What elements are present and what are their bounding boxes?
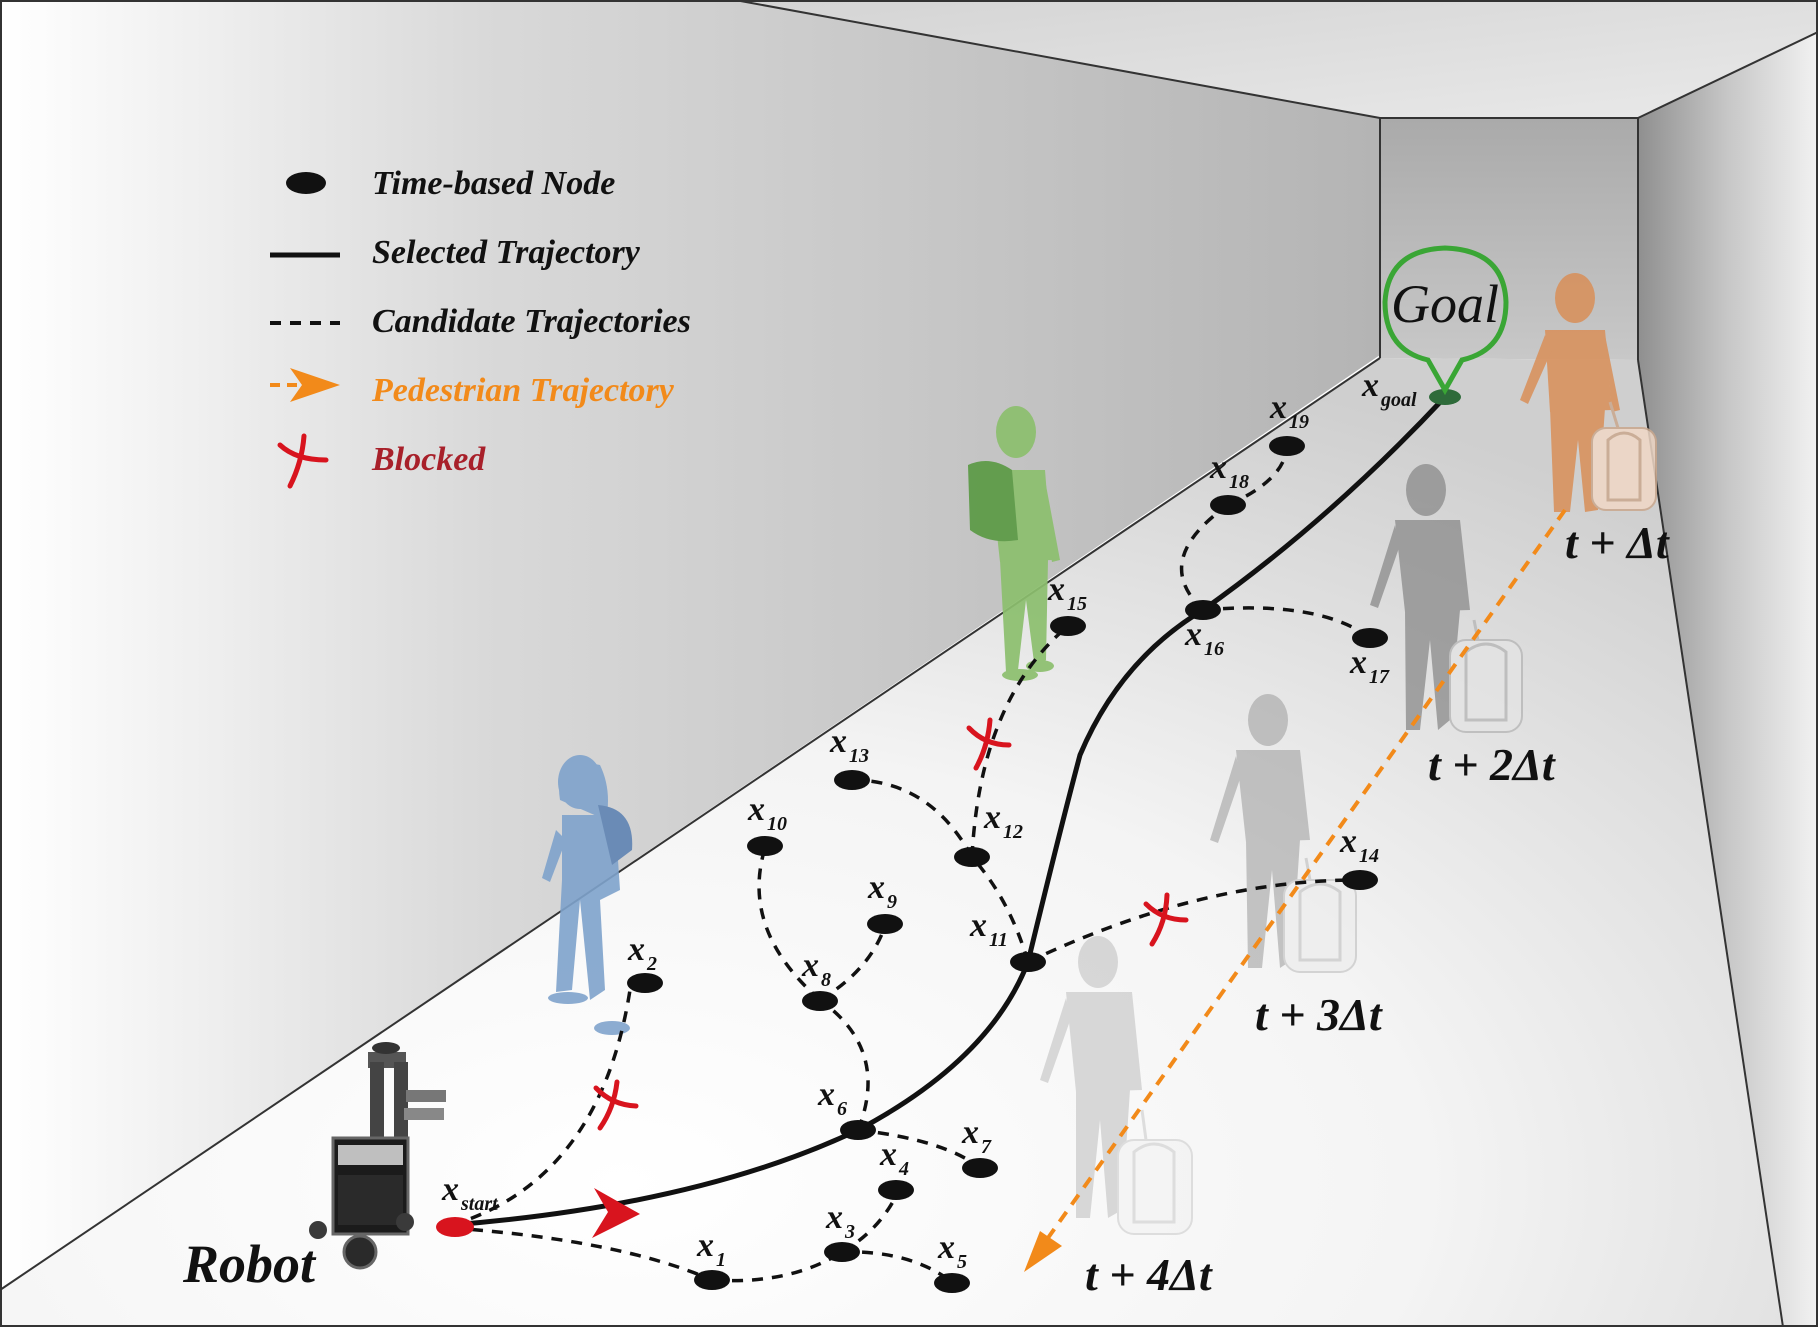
node-15 [1050,616,1086,636]
time-label-t3: t + 3Δt [1255,989,1383,1040]
time-labels: t + Δt t + 2Δt t + 3Δt t + 4Δt [1085,517,1670,1300]
node-goal [1429,389,1461,405]
selected-trajectory-arrowhead [592,1188,640,1238]
blocked-marker-n11-n14 [1143,892,1189,947]
legend-selected-label: Selected Trajectory [372,234,641,271]
candidate-n16-n18 [1179,503,1230,612]
legend-blocked-label: Blocked [371,441,486,478]
candidate-n8-n9 [819,925,887,1002]
candidate-n6-n8 [818,998,870,1131]
candidate-start-n1 [451,1226,713,1282]
node-4 [878,1180,914,1200]
node-17 [1352,628,1388,648]
selected-trajectory-line [451,395,1447,1228]
robot-illustration [309,1042,446,1270]
node-12 [954,847,990,867]
node-19 [1269,436,1305,456]
time-label-t1: t + Δt [1565,517,1670,568]
legend-blocked-icon [277,433,329,489]
node-13 [834,770,870,790]
node-3 [824,1242,860,1262]
node-16 [1185,600,1221,620]
legend-node-icon [286,172,326,194]
legend: Time-based Node Selected Trajectory Cand… [270,165,691,489]
time-label-t4: t + 4Δt [1085,1249,1213,1300]
goal-label: Goal [1391,274,1499,334]
node-8 [802,991,838,1011]
candidate-n8-n10 [757,847,822,1002]
legend-pedestrian-label: Pedestrian Trajectory [371,372,675,409]
legend-node-label: Time-based Node [372,165,615,202]
ceiling [735,0,1818,118]
candidate-n16-n17 [1202,606,1372,640]
blocked-marker-start-n2 [593,1079,639,1131]
candidate-n11-n12 [970,855,1030,963]
node-18 [1210,495,1246,515]
right-wall [1638,32,1818,1327]
node-5 [934,1273,970,1293]
pedestrian-gray-t2 [1370,464,1523,733]
legend-candidate-label: Candidate Trajectories [372,303,691,340]
blocked-marker-n12-n15 [966,717,1012,771]
candidate-start-n2 [451,989,632,1227]
left-wall [0,0,1380,1290]
blocked-markers [593,717,1189,1131]
pedestrian-gray-t3 [1210,694,1357,973]
node-1 [694,1270,730,1290]
pedestrian-orange-t1 [1520,273,1657,512]
goal-pin-icon [1382,245,1509,396]
robot-label: Robot [182,1234,317,1294]
node-7 [962,1158,998,1178]
node-11 [1010,952,1046,972]
node-14 [1342,870,1378,890]
goal-marker: Goal [1382,245,1509,396]
pedestrian-trajectory-line [1036,508,1567,1254]
selected-trajectory [451,395,1447,1238]
node-9 [867,914,903,934]
node-2 [627,973,663,993]
time-label-t2: t + 2Δt [1428,739,1556,790]
pedestrian-blue [542,755,633,1035]
node-10 [747,836,783,856]
candidate-n12-n15 [970,624,1070,858]
pedestrian-green [968,406,1060,681]
node-start [436,1217,474,1237]
pedestrian-gray-t4 [1040,936,1193,1235]
pedestrian-trajectory [1024,508,1567,1272]
floor [0,358,1783,1327]
node-6 [840,1120,876,1140]
trajectory-nodes [436,389,1461,1293]
pedestrian-arrowhead [1024,1231,1062,1272]
legend-pedestrian-icon [270,368,340,402]
candidate-n11-n14 [1027,878,1359,964]
